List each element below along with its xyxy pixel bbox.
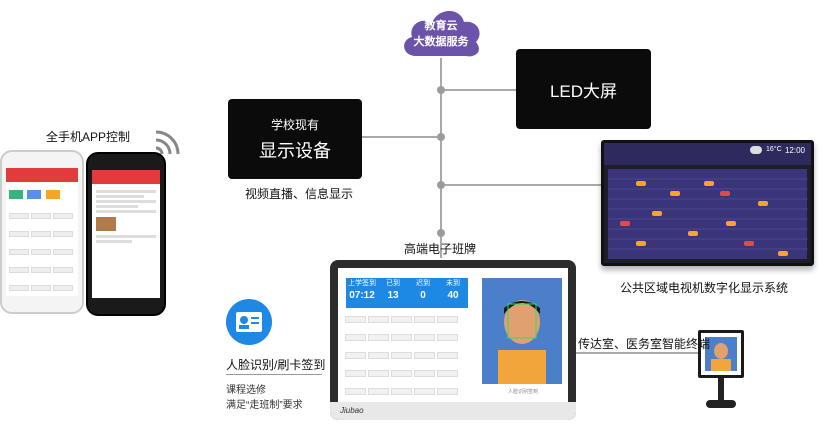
electronic-class-board: 上学签到 07:12 已到 13 迟到 0 未到 40: [330, 260, 576, 420]
led-label: LED大屏: [549, 81, 618, 101]
public-tv-caption: 公共区域电视机数字化显示系统: [620, 281, 789, 295]
guard-room-terminal: [698, 330, 744, 410]
tv-temperature: 16°C: [766, 146, 782, 153]
connector-node: [437, 133, 445, 141]
connector-node: [437, 86, 445, 94]
phone-app-bar: [92, 170, 160, 184]
caption-divider: [226, 374, 322, 375]
cloud-icon: 教育云 大数据服务: [398, 4, 484, 60]
phone-white-screen: [6, 168, 78, 296]
face-caption: 人脸识别/刷卡签到: [226, 358, 326, 372]
stat-label: 上学签到: [348, 280, 376, 287]
school-display-line1: 学校现有: [270, 117, 319, 132]
tv-clock: 12:00: [784, 146, 805, 155]
video-caption: 视频直播、信息显示: [245, 187, 354, 201]
board-screen: 上学签到 07:12 已到 13 迟到 0 未到 40: [338, 268, 568, 413]
phone-black-screen: [92, 170, 160, 298]
connector-vertical: [440, 58, 442, 258]
phone-app-bar: [6, 168, 78, 182]
school-display-box: 学校现有 显示设备: [228, 99, 362, 179]
stat-label: 已到: [386, 280, 400, 287]
course-caption-line2: 满足“走班制”要求: [226, 400, 303, 411]
tv-header: 16°C 12:00: [604, 143, 811, 165]
board-frame-foot: Jiubao: [330, 402, 576, 420]
connector-school: [362, 136, 442, 138]
stat-value: 13: [387, 290, 399, 301]
connector-node: [437, 229, 445, 237]
cloud-subtitle: 大数据服务: [413, 36, 469, 48]
board-stat: 未到 40: [438, 278, 468, 308]
public-area-tv: 16°C 12:00: [601, 140, 814, 266]
stat-value: 0: [420, 290, 426, 301]
phone-white: [0, 150, 84, 314]
board-timetable: [344, 312, 472, 413]
led-screen-box: LED大屏: [516, 49, 651, 129]
wifi-signal-icon: [155, 130, 180, 155]
stat-label: 迟到: [416, 280, 430, 287]
school-display-line2: 显示设备: [259, 140, 331, 161]
connector-terminal: [576, 352, 698, 354]
board-stat: 迟到 0: [408, 278, 438, 308]
board-brand: Jiubao: [340, 406, 364, 415]
board-stat: 上学签到 07:12: [346, 278, 378, 308]
board-face-caption: 人脸识别签到: [508, 389, 539, 395]
weather-icon: [750, 146, 762, 154]
connector-node: [437, 181, 445, 189]
course-caption-line1: 课程选修: [226, 385, 266, 396]
stat-value: 07:12: [349, 290, 375, 301]
connector-tv: [441, 184, 603, 186]
app-caption: 全手机APP控制: [46, 130, 131, 144]
board-caption: 高端电子班牌: [404, 242, 477, 256]
guard-room-caption: 传达室、医务室智能终端: [578, 337, 711, 351]
tv-schedule-grid: [608, 169, 808, 259]
connector-led: [441, 89, 516, 91]
stat-label: 未到: [446, 280, 460, 287]
board-stat: 已到 13: [378, 278, 408, 308]
stat-value: 40: [447, 290, 459, 301]
cloud-title: 教育云: [424, 20, 458, 32]
board-face-photo: [482, 278, 562, 384]
phone-black: [86, 152, 166, 316]
face-id-card-icon: [226, 299, 272, 345]
